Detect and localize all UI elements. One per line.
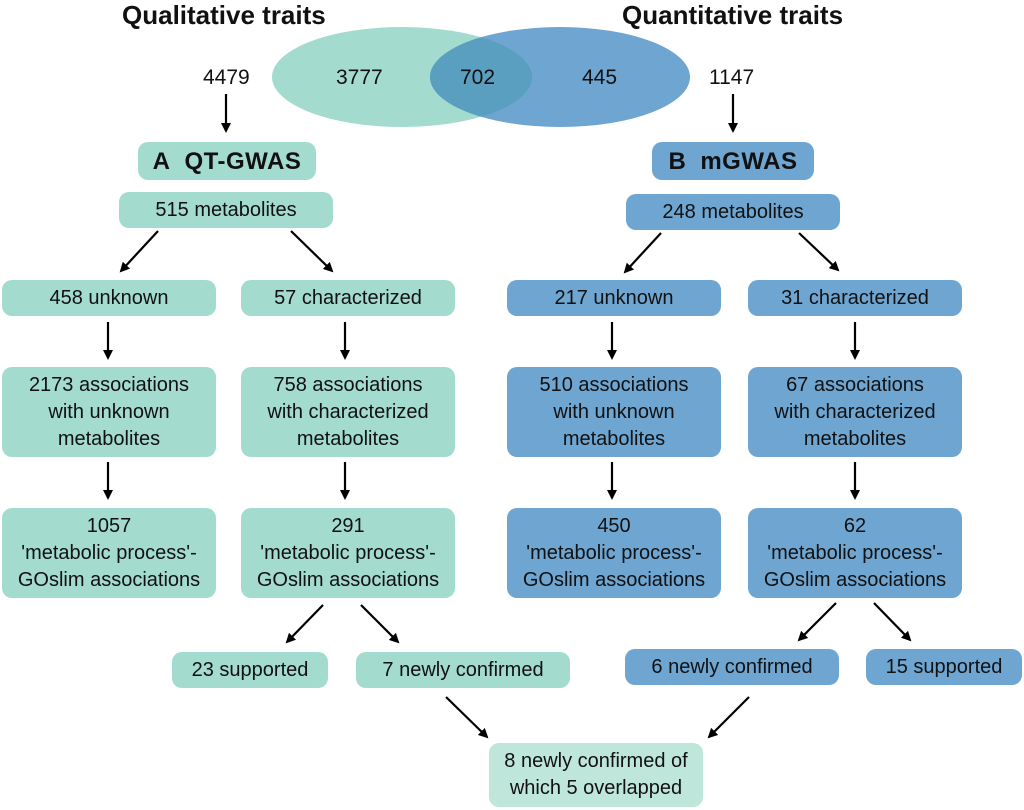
panel-b-assoc-unknown: 510 associations with unknown metabolite… — [507, 367, 721, 457]
panel-b-header: B mGWAS — [652, 142, 814, 180]
assoc-line: metabolites — [296, 427, 400, 450]
panel-a-goslim-char: 291 'metabolic process'- GOslim associat… — [241, 508, 455, 598]
venn-diagram — [272, 27, 690, 127]
panel-a-unknown: 458 unknown — [2, 280, 216, 316]
goslim-line: GOslim associations — [763, 568, 947, 591]
goslim-line: 'metabolic process'- — [526, 541, 702, 564]
arrow-b-metab-to-unknown — [623, 232, 662, 274]
assoc-line: with unknown — [48, 400, 170, 423]
panel-a-header: A QT-GWAS — [138, 142, 316, 180]
goslim-line: 62 — [843, 514, 867, 537]
arrow-a-newly-to-final — [445, 696, 489, 739]
goslim-line: 'metabolic process'- — [21, 541, 197, 564]
arrow-b-newly-to-final — [707, 696, 750, 739]
assoc-line: 2173 associations — [28, 373, 190, 396]
goslim-line: GOslim associations — [17, 568, 201, 591]
assoc-line: metabolites — [57, 427, 161, 450]
venn-right-only-count: 445 — [582, 66, 618, 89]
panel-a-characterized: 57 characterized — [241, 280, 455, 316]
assoc-line: metabolites — [562, 427, 666, 450]
panel-b-newly-confirmed: 6 newly confirmed — [625, 649, 839, 685]
goslim-line: GOslim associations — [522, 568, 706, 591]
panel-a-name: QT-GWAS — [184, 147, 302, 175]
assoc-line: 758 associations — [273, 373, 423, 396]
qualitative-total-count: 4479 — [203, 66, 250, 89]
panel-b-goslim-unknown: 450 'metabolic process'- GOslim associat… — [507, 508, 721, 598]
arrow-a-goslim-to-newly — [360, 604, 400, 644]
arrow-b-goslim-to-newly — [797, 602, 837, 642]
assoc-line: with characterized — [267, 400, 429, 423]
goslim-line: 1057 — [86, 514, 132, 537]
panel-a-assoc-unknown: 2173 associations with unknown metabolit… — [2, 367, 216, 457]
panel-a-newly-confirmed: 7 newly confirmed — [356, 652, 570, 688]
assoc-line: 510 associations — [539, 373, 689, 396]
arrow-a-metab-to-unknown — [119, 230, 159, 273]
final-line: which 5 overlapped — [509, 777, 683, 799]
assoc-line: metabolites — [803, 427, 907, 450]
panel-b-characterized: 31 characterized — [748, 280, 962, 316]
quantitative-total-count: 1147 — [709, 66, 755, 89]
venn-left-only-count: 3777 — [336, 66, 383, 89]
final-overlap-box: 8 newly confirmed of which 5 overlapped — [489, 743, 703, 807]
goslim-line: GOslim associations — [256, 568, 440, 591]
assoc-line: with unknown — [553, 400, 675, 423]
arrow-b-metab-to-char — [798, 232, 840, 272]
venn-overlap — [430, 27, 532, 127]
arrow-a-goslim-to-supported — [285, 604, 324, 644]
goslim-line: 450 — [597, 514, 631, 537]
arrow-a-metab-to-char — [290, 230, 334, 273]
final-line: 8 newly confirmed of — [504, 750, 688, 772]
panel-b-assoc-char: 67 associations with characterized metab… — [748, 367, 962, 457]
quantitative-traits-title: Quantitative traits — [622, 0, 844, 30]
panel-b-letter: B — [668, 147, 687, 175]
panel-b-unknown: 217 unknown — [507, 280, 721, 316]
goslim-line: 'metabolic process'- — [260, 541, 436, 564]
panel-a-supported: 23 supported — [172, 652, 328, 688]
goslim-line: 291 — [331, 514, 365, 537]
arrow-b-goslim-to-supported — [873, 602, 912, 642]
panel-b-metabolites: 248 metabolites — [626, 194, 840, 230]
panel-a-metabolites: 515 metabolites — [119, 192, 333, 228]
panel-a-letter: A — [152, 147, 171, 175]
panel-a-goslim-unknown: 1057 'metabolic process'- GOslim associa… — [2, 508, 216, 598]
panel-b-goslim-char: 62 'metabolic process'- GOslim associati… — [748, 508, 962, 598]
assoc-line: 67 associations — [786, 373, 924, 396]
panel-b-name: mGWAS — [700, 147, 798, 175]
qualitative-traits-title: Qualitative traits — [122, 0, 326, 30]
venn-overlap-count: 702 — [460, 66, 496, 89]
goslim-line: 'metabolic process'- — [767, 541, 943, 564]
panel-b-supported: 15 supported — [866, 649, 1022, 685]
panel-a-assoc-char: 758 associations with characterized meta… — [241, 367, 455, 457]
assoc-line: with characterized — [774, 400, 936, 423]
